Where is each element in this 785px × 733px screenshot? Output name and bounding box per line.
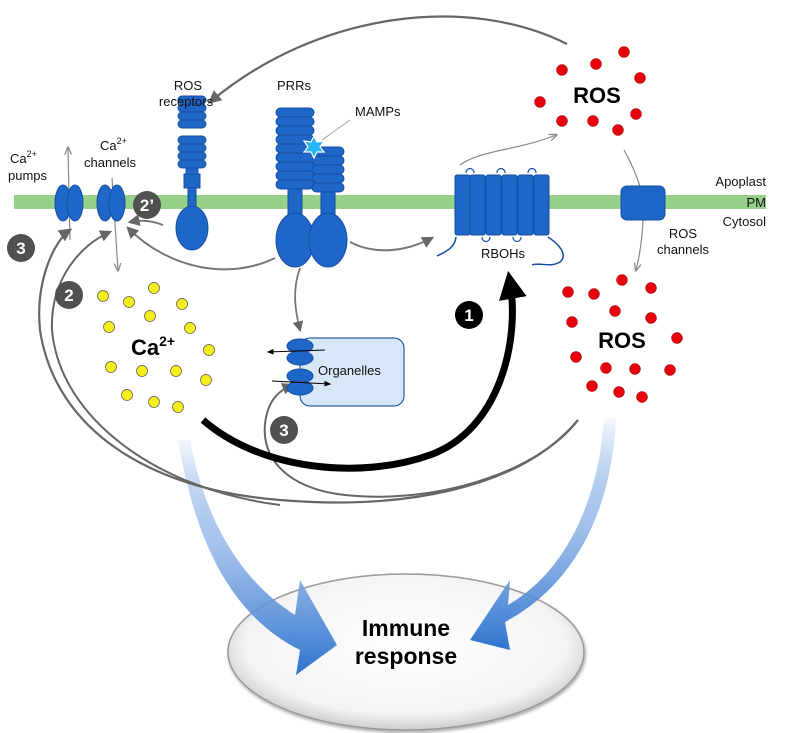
ca-channels-sup: 2+: [117, 136, 127, 146]
step-badge-2: 2: [55, 281, 83, 309]
ros-receptors-label-2: receptors: [159, 94, 214, 109]
badge-label: 1: [464, 306, 473, 325]
organelle: [266, 337, 405, 407]
immune-response-label-2: response: [355, 643, 457, 669]
ros-receptor: [175, 95, 209, 251]
badge-label: 2: [64, 286, 73, 305]
step-badge-3-organelle: 3: [270, 416, 298, 444]
ros-dots-apoplast: [534, 46, 646, 136]
badge-label: 3: [279, 421, 288, 440]
rbohs-label: RBOHs: [481, 246, 526, 261]
ca-cytosol-label: Ca2+: [131, 333, 175, 360]
ca-channels-label-2: channels: [84, 155, 137, 170]
ca-to-rbohs-arrow: [200, 270, 527, 472]
prr-to-rbohs-arrow: [349, 236, 435, 252]
ca-pumps-label-1: Ca2+: [10, 149, 37, 166]
ros-cytosol-label: ROS: [598, 328, 646, 353]
prr-to-ca-channels-arrow: [126, 226, 276, 271]
mamps-leader-line: [321, 119, 351, 141]
rboh-protein: [436, 167, 564, 266]
ros-to-receptors-arrow: [207, 15, 568, 104]
ca-cytosol-ca: Ca: [131, 335, 160, 360]
mamps-label: MAMPs: [355, 104, 401, 119]
badge-label: 3: [16, 239, 25, 258]
step-badge-2prime: 2’: [133, 191, 161, 219]
ca-pumps-ca: Ca: [10, 151, 27, 166]
prr-complex: [275, 107, 348, 268]
receptor-to-ca-channels-arrow: [127, 214, 164, 227]
ros-to-ca-feedback-loop: [38, 228, 579, 504]
mamp-star-icon: [302, 134, 326, 160]
ca-to-immune-arrow: [178, 440, 337, 675]
ca-channel: [96, 184, 126, 222]
ros-receptors-label-1: ROS: [174, 78, 203, 93]
rbohs-to-ros-arrow: [459, 135, 556, 166]
step-badge-3-left: 3: [7, 234, 35, 262]
cytosol-label: Cytosol: [723, 214, 766, 229]
prr-to-organelles-arrow: [292, 267, 304, 333]
prrs-label: PRRs: [277, 78, 311, 93]
ca-channels-label-1: Ca2+: [100, 136, 127, 153]
immune-response-label-1: Immune: [362, 615, 450, 641]
ros-channel: [620, 185, 666, 221]
ca-cytosol-sup: 2+: [159, 333, 175, 349]
ros-to-ca-channels-loop: [50, 230, 281, 506]
plasma-membrane: [14, 195, 766, 209]
ca-dots-cytosol: [97, 282, 215, 413]
step-badge-1: 1: [455, 301, 483, 329]
ros-to-organelles-loop: [263, 383, 579, 498]
pm-label: PM: [747, 195, 767, 210]
ros-channels-label-1: ROS: [669, 226, 698, 241]
apoplast-label: Apoplast: [715, 174, 766, 189]
ca-pumps-label-2: pumps: [8, 168, 48, 183]
ros-apoplast-label: ROS: [573, 83, 621, 108]
ca-channels-ca: Ca: [100, 138, 117, 153]
ros-channel-out-arrow: [636, 219, 644, 270]
ros-channels-label-2: channels: [657, 242, 710, 257]
organelles-label: Organelles: [318, 363, 381, 378]
ros-dots-cytosol: [562, 274, 683, 403]
ca-pump: [54, 184, 84, 222]
ros-to-immune-arrow: [470, 418, 616, 650]
badge-label: 2’: [140, 196, 154, 215]
ca-pumps-sup: 2+: [27, 149, 37, 159]
